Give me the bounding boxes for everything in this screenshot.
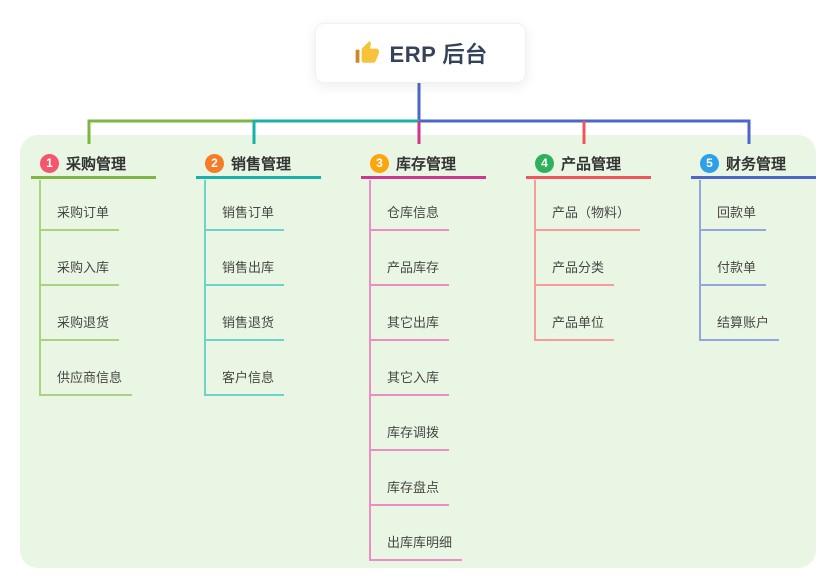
child-node[interactable]: 库存调拨 — [369, 423, 450, 451]
branch-header-4[interactable]: 4 产品管理 — [526, 150, 651, 179]
branch-number-badge: 2 — [205, 153, 224, 173]
child-node[interactable]: 库存盘点 — [369, 478, 450, 506]
child-node[interactable]: 结算账户 — [699, 313, 780, 341]
branches-panel — [20, 135, 816, 568]
child-node[interactable]: 出库库明细 — [369, 533, 463, 561]
branch-header-1[interactable]: 1 采购管理 — [31, 150, 156, 179]
root-node-label: ERP 后台 — [389, 42, 488, 67]
thumbs-up-icon — [355, 41, 379, 63]
child-node[interactable]: 产品单位 — [534, 313, 615, 341]
root-node-erp[interactable]: ERP 后台 — [315, 23, 526, 83]
branch-child-connector — [204, 180, 206, 396]
child-node[interactable]: 采购订单 — [39, 203, 120, 231]
child-node[interactable]: 销售退货 — [204, 313, 285, 341]
child-node[interactable]: 销售订单 — [204, 203, 285, 231]
branch-number-badge: 3 — [370, 153, 389, 173]
branch-header-5[interactable]: 5 财务管理 — [691, 150, 816, 179]
branch-label: 财务管理 — [726, 155, 787, 173]
branch-child-connector — [534, 180, 536, 341]
child-node[interactable]: 采购入库 — [39, 258, 120, 286]
child-node[interactable]: 产品（物料） — [534, 203, 641, 231]
child-node[interactable]: 其它出库 — [369, 313, 450, 341]
child-node[interactable]: 客户信息 — [204, 368, 285, 396]
child-node[interactable]: 仓库信息 — [369, 203, 450, 231]
child-node[interactable]: 产品库存 — [369, 258, 450, 286]
child-node[interactable]: 供应商信息 — [39, 368, 133, 396]
branch-number-badge: 4 — [535, 153, 554, 173]
branch-header-3[interactable]: 3 库存管理 — [361, 150, 486, 179]
child-node[interactable]: 销售出库 — [204, 258, 285, 286]
child-node[interactable]: 付款单 — [699, 258, 767, 286]
branch-label: 库存管理 — [396, 155, 457, 173]
branch-child-connector — [699, 180, 701, 341]
branch-header-2[interactable]: 2 销售管理 — [196, 150, 321, 179]
child-node[interactable]: 回款单 — [699, 203, 767, 231]
branch-child-connector — [39, 180, 41, 396]
branch-number-badge: 1 — [40, 153, 59, 173]
branch-number-badge: 5 — [700, 153, 719, 173]
child-node[interactable]: 采购退货 — [39, 313, 120, 341]
child-node[interactable]: 其它入库 — [369, 368, 450, 396]
branch-child-connector — [369, 180, 371, 561]
child-node[interactable]: 产品分类 — [534, 258, 615, 286]
branch-label: 销售管理 — [231, 155, 292, 173]
branch-label: 采购管理 — [66, 155, 127, 173]
branch-label: 产品管理 — [561, 155, 622, 173]
